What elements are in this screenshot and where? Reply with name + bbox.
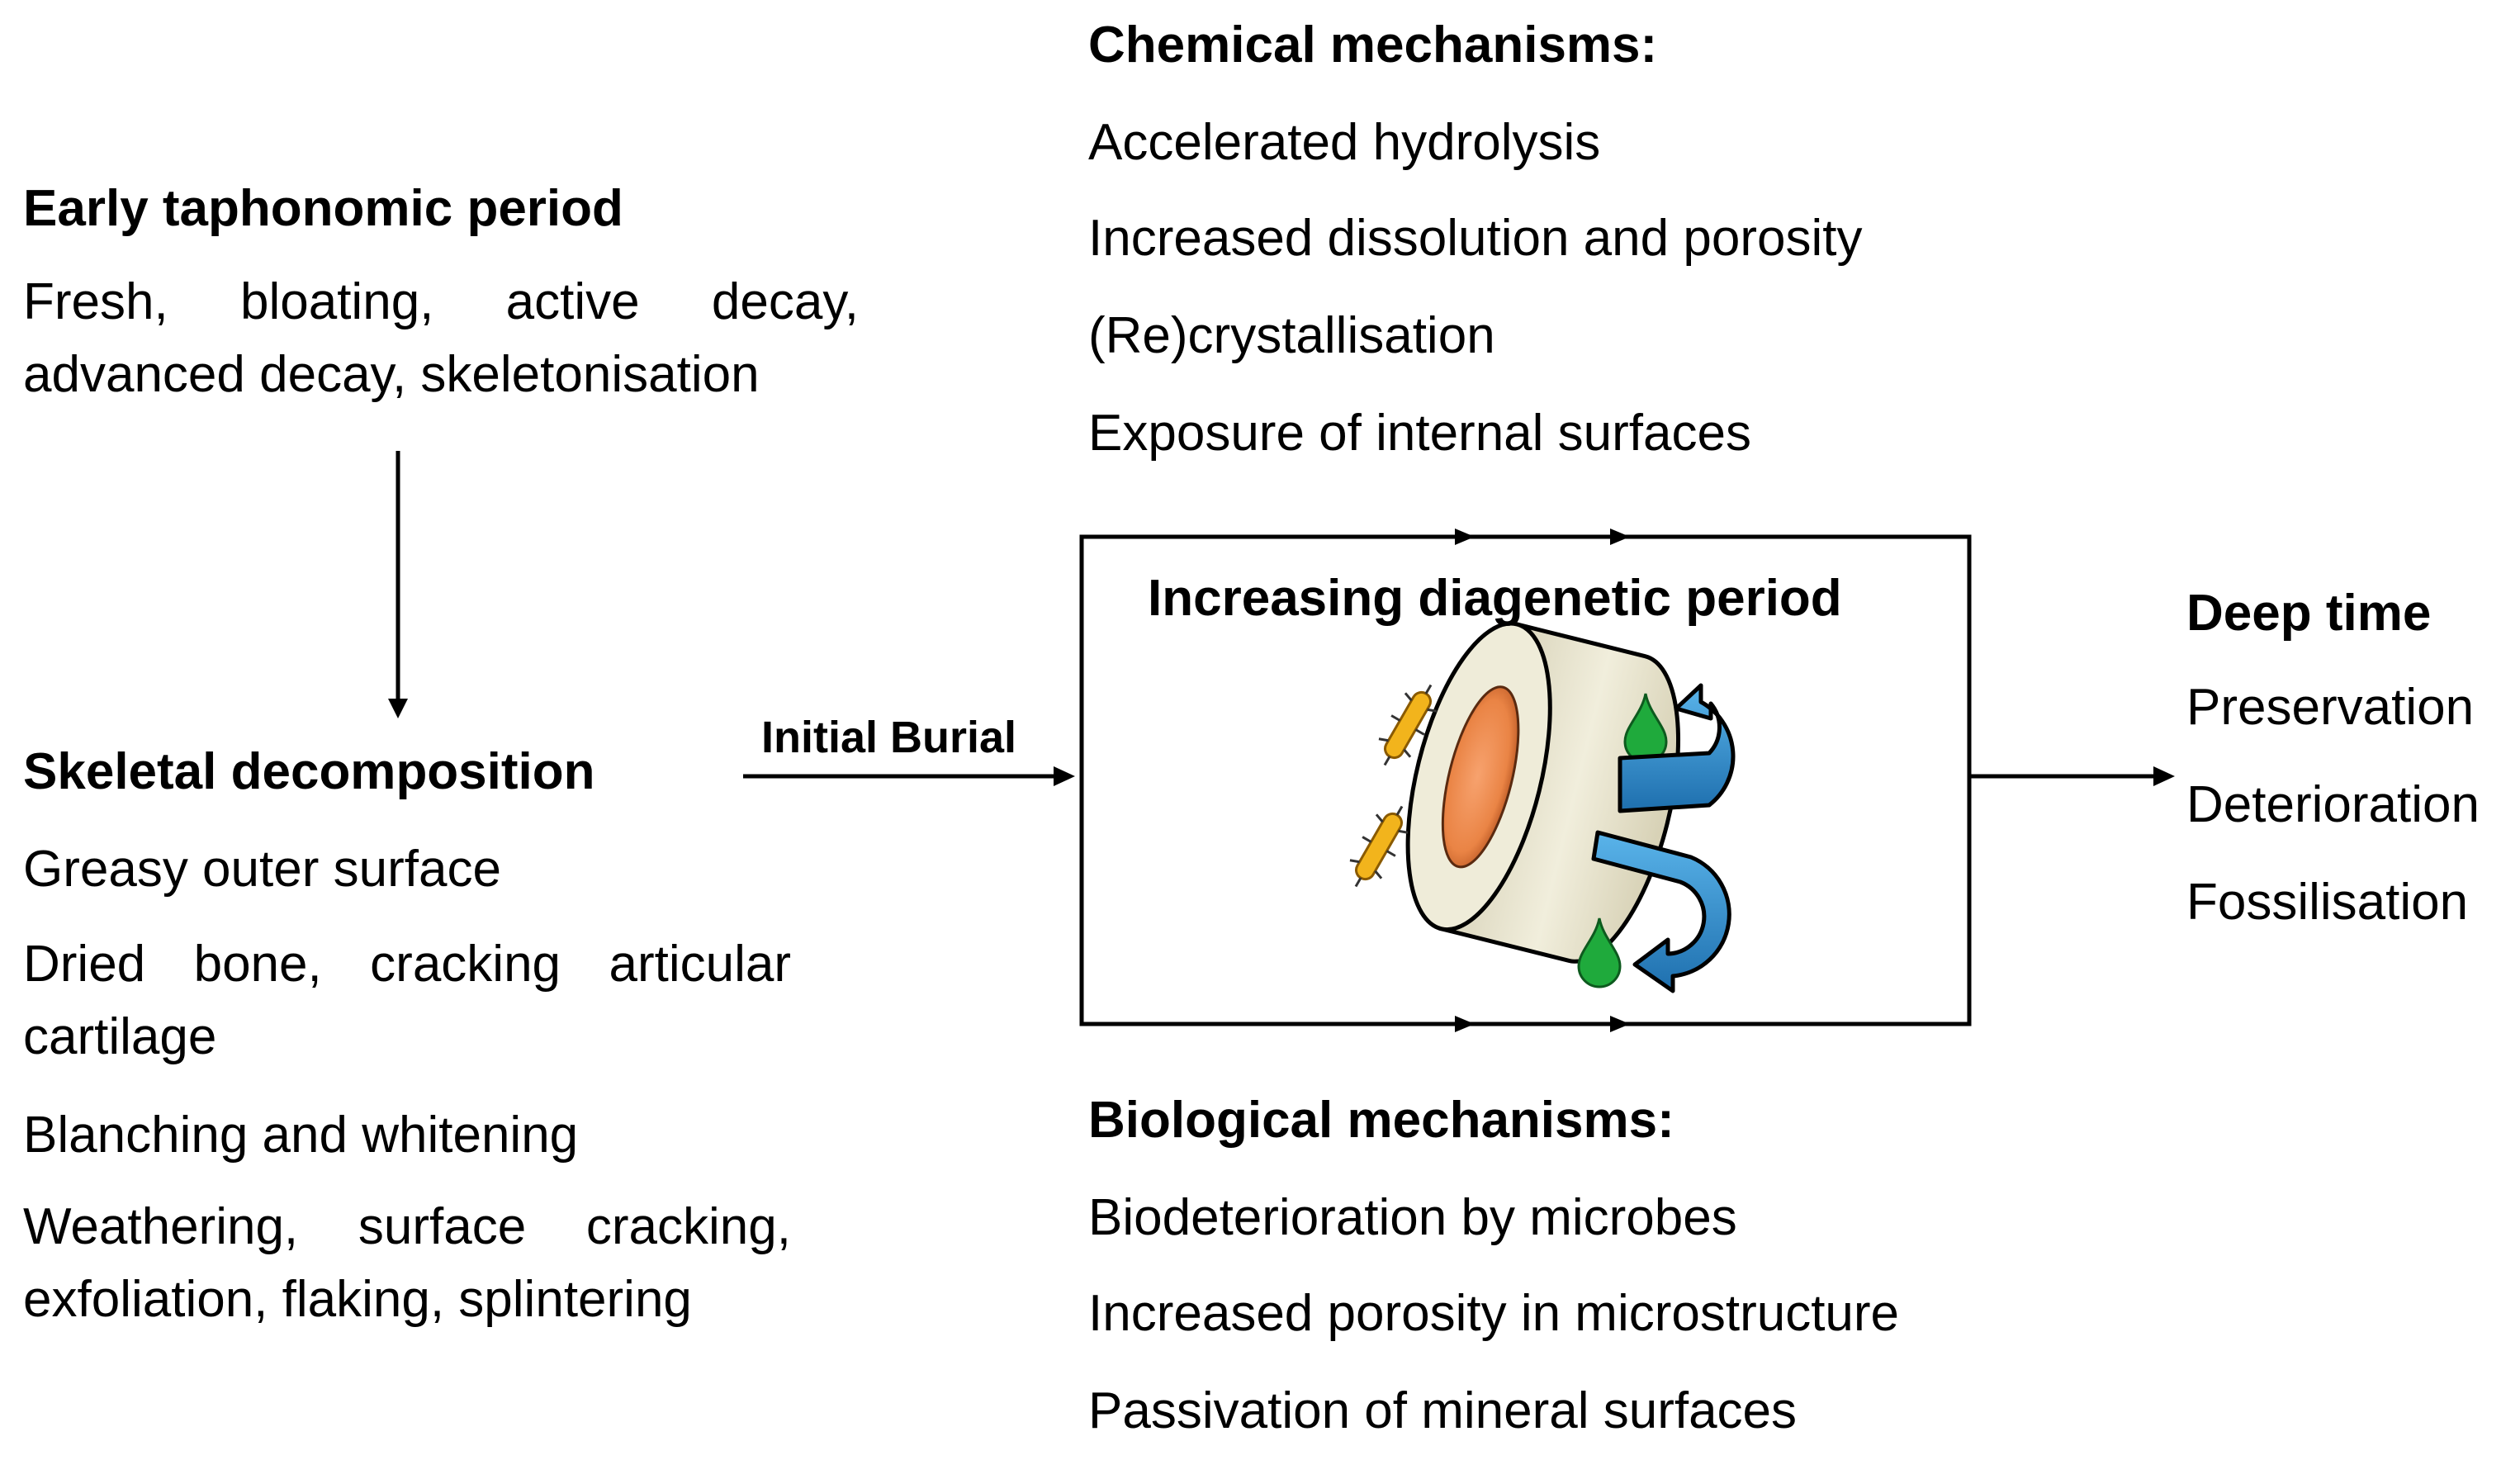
biological-heading: Biological mechanisms:: [1088, 1092, 1674, 1149]
biological-item: Passivation of mineral surfaces: [1088, 1382, 1798, 1439]
deep-time-heading: Deep time: [2186, 585, 2432, 642]
skeletal-item: Dried bone, cracking articular cartilage: [23, 936, 791, 1065]
skeletal-item: Weathering, surface cracking, exfoliatio…: [23, 1198, 791, 1328]
chemical-item: (Re)crystallisation: [1088, 307, 1495, 364]
early-period-heading: Early taphonomic period: [23, 180, 623, 237]
diagenetic-title: Increasing diagenetic period: [1148, 570, 1842, 627]
water-flow-arrow-icon: [1591, 830, 1731, 993]
microbe-icon: [1349, 805, 1409, 888]
deep-time-item: Deterioration: [2186, 776, 2480, 833]
diagenetic-box: [1079, 534, 1972, 1026]
deep-time-item: Preservation: [2186, 679, 2475, 736]
chemical-heading: Chemical mechanisms:: [1088, 17, 1658, 73]
early-to-skeletal-arrow: [388, 451, 408, 718]
microbe-icon: [1378, 684, 1438, 766]
skeletal-heading: Skeletal decomposition: [23, 743, 595, 800]
biological-item: Biodeterioration by microbes: [1088, 1189, 1737, 1246]
deep-time-item: Fossilisation: [2186, 874, 2469, 931]
biological-item: Increased porosity in microstructure: [1088, 1285, 1900, 1342]
deep-time-arrow: [1971, 766, 2175, 786]
initial-burial-arrow: [743, 766, 1075, 786]
water-drop-icon: [1577, 917, 1622, 988]
water-flow-arrow-icon: [1618, 683, 1736, 813]
chemical-item: Exposure of internal surfaces: [1088, 405, 1751, 462]
chemical-item: Increased dissolution and porosity: [1088, 210, 1863, 267]
skeletal-item: Blanching and whitening: [23, 1107, 579, 1164]
chemical-item: Accelerated hydrolysis: [1088, 114, 1601, 171]
box-border-arrowheads: [1455, 529, 1630, 1032]
initial-burial-label: Initial Burial: [761, 713, 1017, 762]
early-period-text: Fresh, bloating, active decay, advanced …: [23, 273, 859, 403]
skeletal-item: Greasy outer surface: [23, 841, 501, 898]
